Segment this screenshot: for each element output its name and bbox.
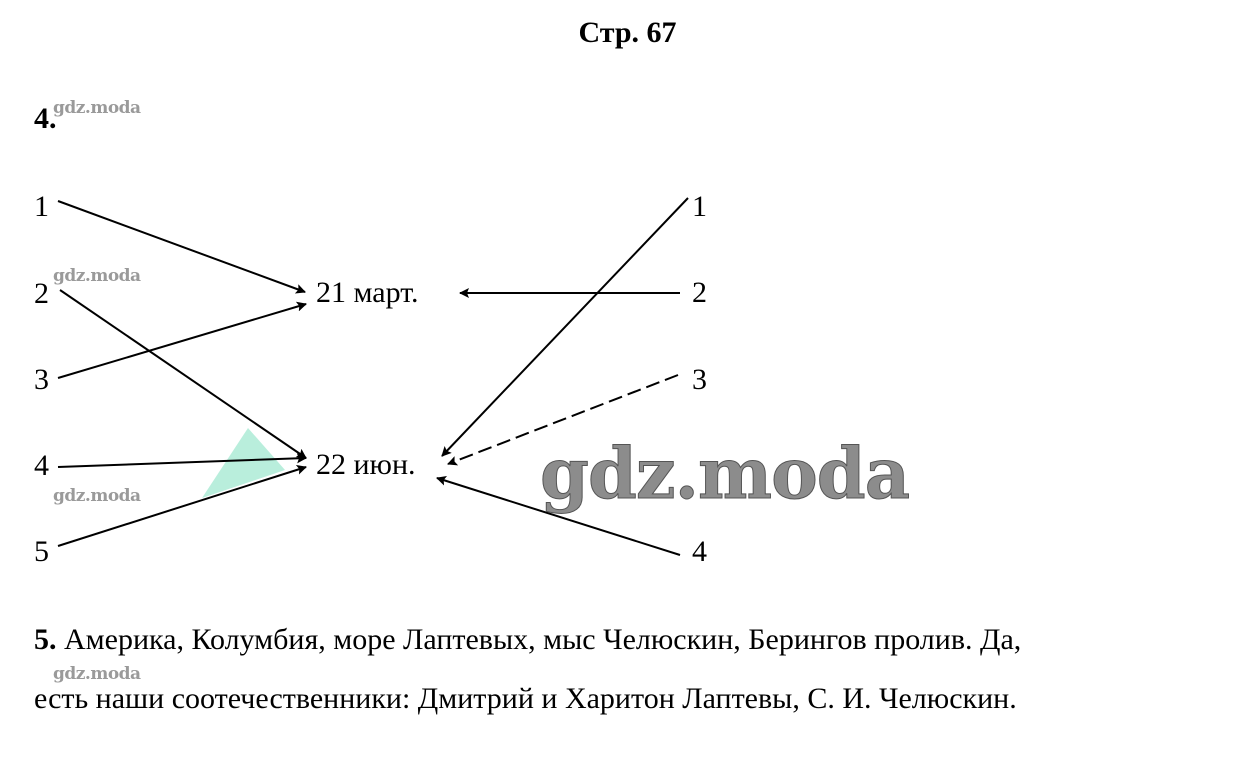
task-5-line-2: есть наши соотечественники: Дмитрий и Ха… [34,682,1017,715]
right-item-3: 3 [692,363,707,396]
left-item-1: 1 [34,190,49,223]
watermark-logo-4: gdz.moda [53,664,141,684]
arrow-left-1-to-march [57,200,306,294]
arrow-left-3-to-march [57,301,307,379]
right-item-2: 2 [692,276,707,309]
task-5-number: 5. [34,623,57,656]
left-item-5: 5 [34,535,49,568]
task-5-text-1: Америка, Колумбия, море Лаптевых, мыс Че… [64,623,1022,656]
task-4-number: 4. [34,102,57,135]
arrow-left-5-to-june [57,464,307,547]
watermark-logo-3: gdz.moda [53,486,141,506]
right-item-4: 4 [692,535,707,568]
watermark-logo-1: gdz.moda [53,98,141,118]
arrow-left-2-to-june [59,289,307,459]
task-5-line-1: 5. Америка, Колумбия, море Лаптевых, мыс… [34,625,1021,655]
target-march: 21 март. [316,276,419,309]
arrow-right-4-to-june [436,475,681,556]
watermark-logo-2: gdz.moda [53,266,141,286]
target-june: 22 июн. [316,448,416,481]
left-item-3: 3 [34,363,49,396]
left-item-2: 2 [34,277,49,310]
left-item-4: 4 [34,449,49,482]
arrow-right-3-to-june [447,374,679,466]
arrow-left-4-to-june [57,453,307,468]
highlight-shape [202,428,285,498]
watermark-logo-large: gdz.moda [539,432,910,516]
arrow-right-1-to-june [441,197,689,457]
right-item-1: 1 [692,190,707,223]
page-title: Стр. 67 [578,16,677,49]
